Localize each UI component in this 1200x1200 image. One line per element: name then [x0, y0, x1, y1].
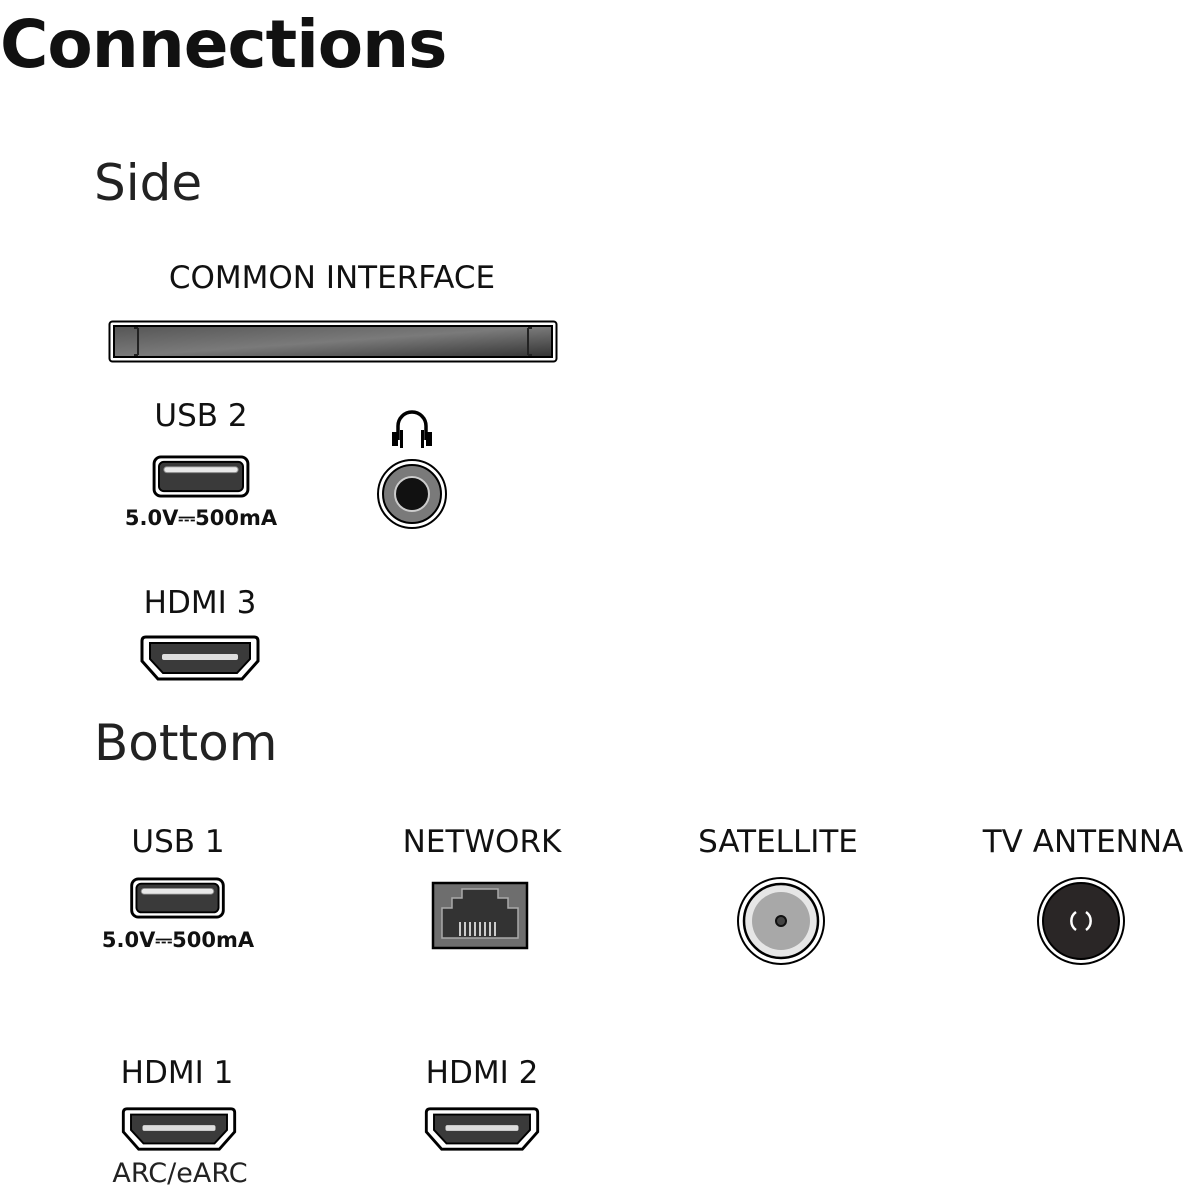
common-interface-label: COMMON INTERFACE — [168, 260, 496, 296]
usb2-label: USB 2 — [154, 398, 248, 434]
headphone-icon — [392, 410, 432, 448]
headphone-jack-icon — [377, 459, 447, 529]
tv-antenna-connector-icon — [1037, 877, 1125, 965]
hdmi3-port-icon — [140, 635, 260, 681]
hdmi1-arc-note: ARC/eARC — [112, 1158, 248, 1189]
hdmi2-label: HDMI 2 — [425, 1055, 539, 1091]
usb1-label: USB 1 — [131, 824, 225, 860]
usb1-power-spec: 5.0V⎓500mA — [101, 928, 255, 952]
hdmi3-label: HDMI 3 — [143, 585, 257, 621]
tv-antenna-label: TV ANTENNA — [982, 824, 1184, 860]
usb2-power-spec: 5.0V⎓500mA — [124, 506, 278, 530]
hdmi1-port-icon — [121, 1107, 237, 1151]
section-heading-bottom: Bottom — [94, 714, 278, 772]
hdmi1-label: HDMI 1 — [120, 1055, 234, 1091]
satellite-connector-icon — [737, 877, 825, 965]
usb2-port-icon — [152, 455, 250, 498]
network-port-icon — [431, 881, 529, 950]
section-heading-side: Side — [94, 154, 203, 212]
satellite-label: SATELLITE — [698, 824, 858, 860]
hdmi2-port-icon — [424, 1107, 540, 1151]
common-interface-slot-icon — [108, 320, 558, 363]
usb1-port-icon — [130, 877, 225, 919]
network-label: NETWORK — [402, 824, 562, 860]
page-title: Connections — [0, 6, 447, 83]
